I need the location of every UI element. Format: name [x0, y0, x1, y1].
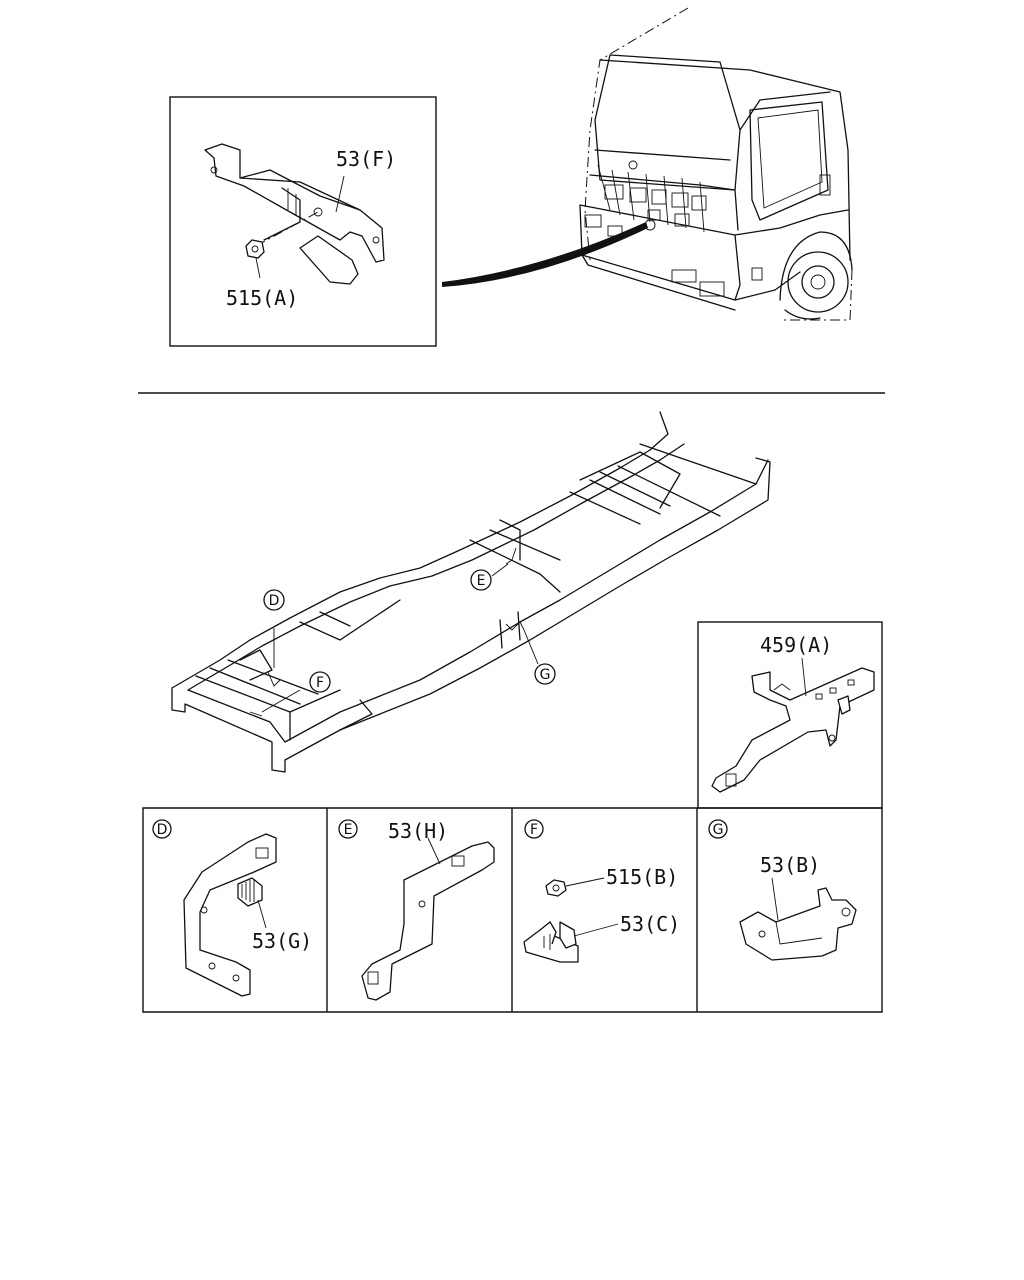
panel-g-callout: G: [713, 822, 724, 838]
part-label-515a: 515(A): [226, 286, 298, 310]
callout-f-label: F: [316, 675, 324, 691]
part-label-459a: 459(A): [760, 633, 832, 657]
panel-e: E 53(H): [338, 819, 495, 1001]
inset-top: 53(F) 515(A): [169, 96, 437, 347]
callout-g-label: G: [540, 667, 551, 683]
panel-f: F 515(B) 53(C): [523, 819, 680, 963]
panel-d: D 53(G): [152, 819, 312, 997]
part-label-53c: 53(C): [620, 912, 680, 936]
part-label-53h: 53(H): [388, 819, 448, 843]
panel-g: G 53(B): [708, 819, 857, 961]
chassis-frame-illustration: D F E G: [171, 411, 771, 773]
truck-cab-illustration: [442, 7, 853, 321]
callout-d-label: D: [269, 593, 280, 609]
panel-d-callout: D: [157, 822, 168, 838]
callout-e-circle: [470, 569, 492, 591]
callout-f-circle: [309, 671, 331, 693]
inset-459a: 459(A): [697, 621, 883, 809]
callout-e-label: E: [477, 573, 486, 589]
part-label-53f: 53(F): [336, 147, 396, 171]
callout-g-circle: [534, 663, 556, 685]
inset-frame: [169, 96, 437, 347]
panel-e-callout: E: [344, 822, 353, 838]
part-label-53b: 53(B): [760, 853, 820, 877]
callout-d-circle: [263, 589, 285, 611]
detail-panels: D 53(G) E 53(H) F: [142, 807, 883, 1013]
panel-f-callout: F: [530, 822, 538, 838]
part-label-53g: 53(G): [252, 929, 312, 953]
part-label-515b: 515(B): [606, 865, 678, 889]
